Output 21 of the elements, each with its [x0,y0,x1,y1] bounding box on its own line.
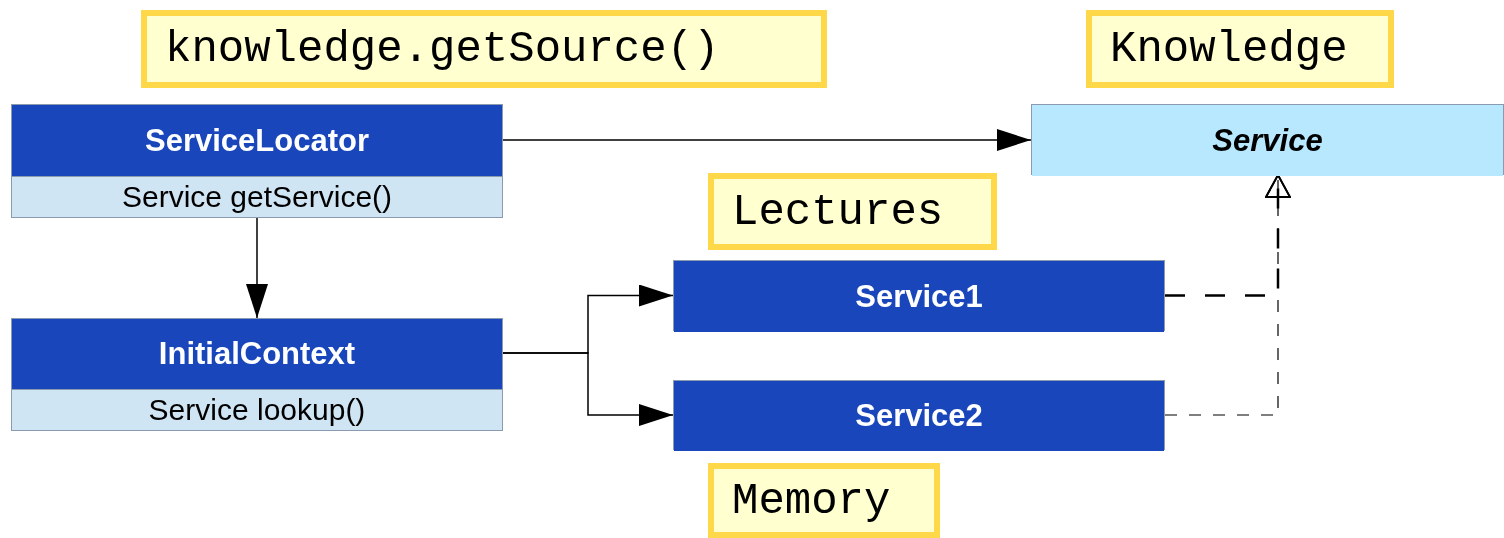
note-box [708,463,940,538]
note-box [141,10,827,88]
class-name: Service1 [674,261,1164,332]
arrow [246,217,268,319]
note-box [1086,10,1394,88]
arrow [502,129,1032,151]
class-box [11,104,503,218]
class-box [11,318,503,431]
note-text: Memory [732,475,891,526]
class-name: InitialContext [12,319,502,389]
class-name: ServiceLocator [12,105,502,176]
arrow [502,352,674,426]
class-name: Service2 [674,381,1164,451]
method-text: Service lookup() [12,389,502,430]
note-box [708,173,997,250]
realization-arrow [1164,174,1291,416]
class-name: Service [1032,105,1503,176]
method-text: Service getService() [12,176,502,217]
note-text: knowledge.getSource() [165,24,720,74]
note-text: Knowledge [1110,24,1348,74]
note-text: Lectures [732,186,944,237]
